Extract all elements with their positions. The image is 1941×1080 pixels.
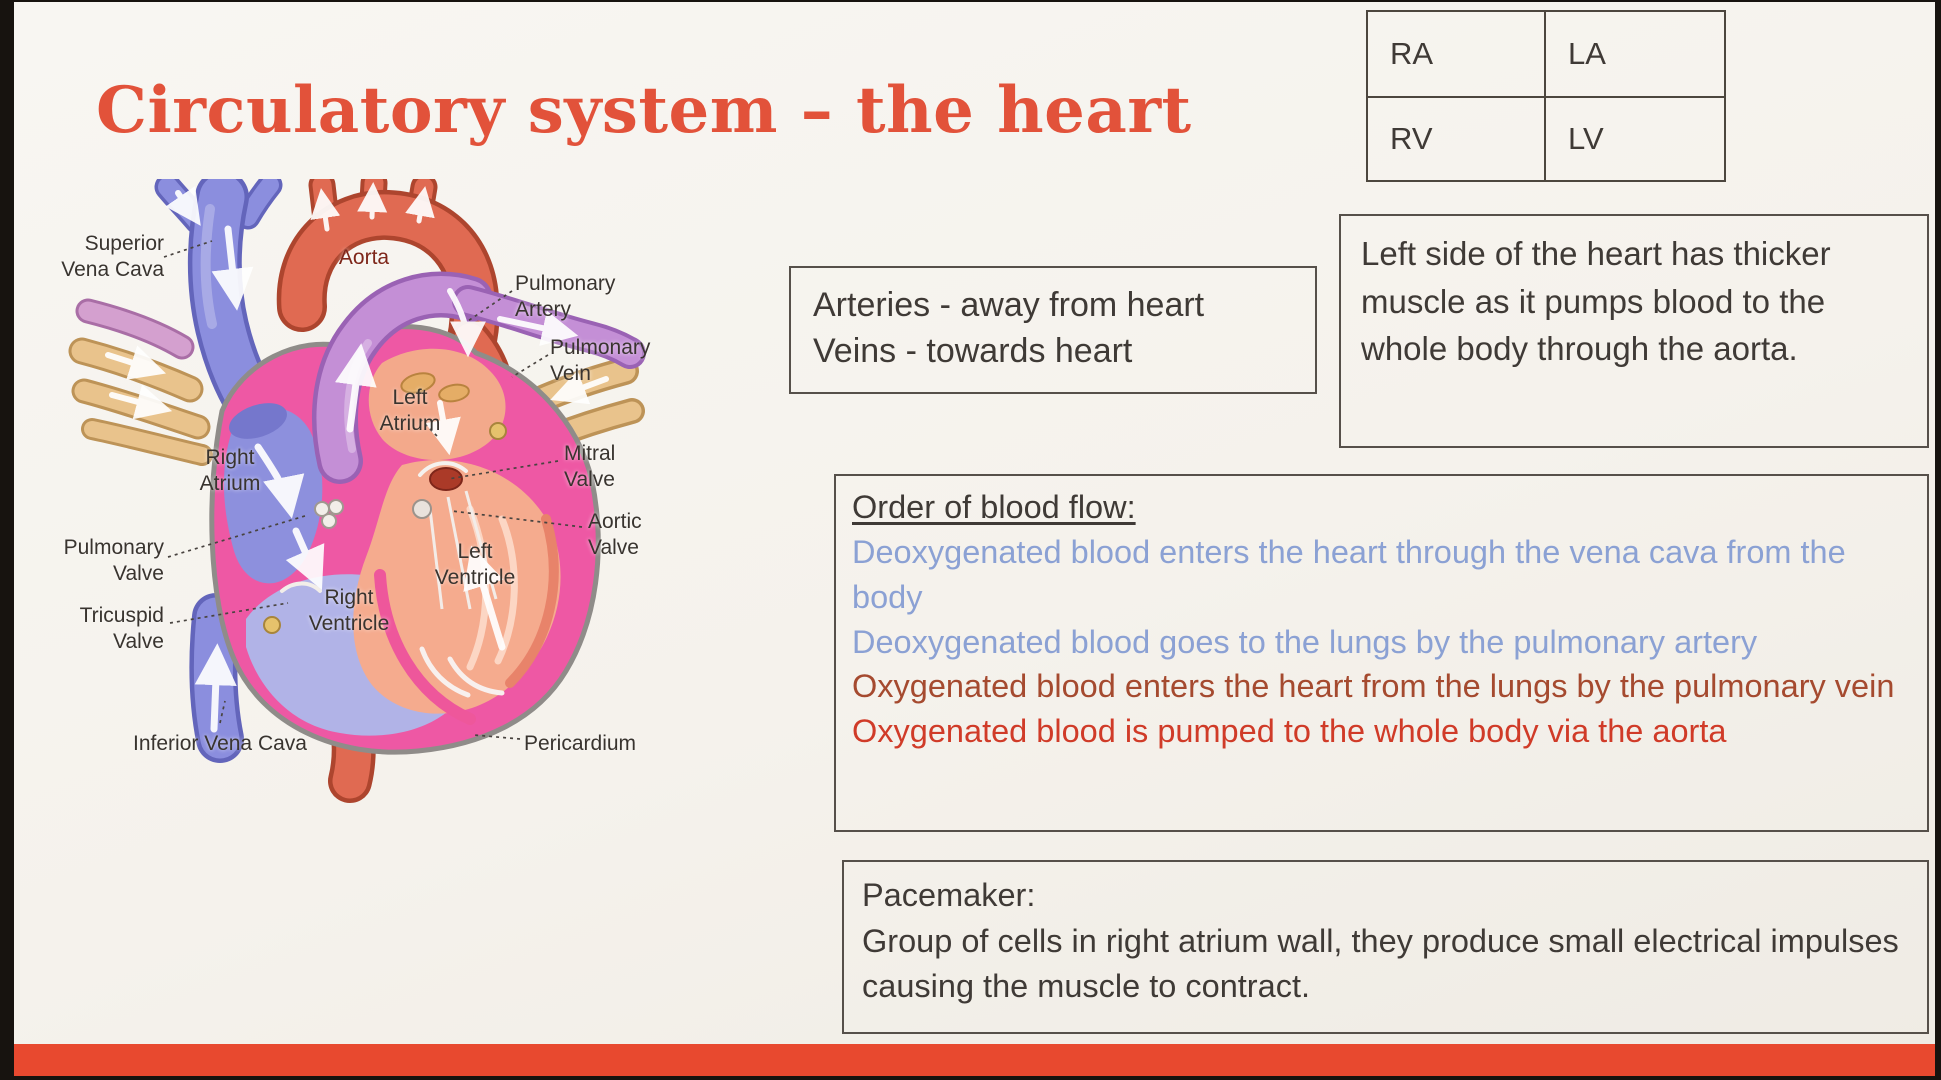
left-ventricle-chamber (353, 459, 561, 725)
blood-flow-step-1: Deoxygenated blood enters the heart thro… (852, 533, 1846, 615)
blood-flow-step-3: Oxygenated blood enters the heart from t… (852, 668, 1895, 705)
left-pulmonary-vessels (68, 298, 213, 466)
label-aortic-valve: Aortic Valve (588, 510, 642, 559)
arteries-line: Arteries - away from heart (813, 286, 1205, 324)
label-mitral-valve: Mitral Valve (564, 442, 616, 491)
label-left-ventricle: Left Ventricle (434, 540, 516, 589)
page-title: Circulatory system – the heart (96, 73, 1192, 148)
mitral-valve-detail (418, 422, 507, 491)
heart-chambers-table: RA LA RV LV (1366, 10, 1726, 182)
blood-flow-arrows (105, 182, 609, 733)
aortic-valve-detail (412, 499, 432, 519)
label-pericardium: Pericardium (524, 732, 637, 755)
blood-flow-box: Order of blood flow: Deoxygenated blood … (834, 474, 1929, 832)
arteries-veins-box: Arteries - away from heart Veins - towar… (789, 266, 1317, 394)
pacemaker-box: Pacemaker: Group of cells in right atriu… (842, 860, 1929, 1034)
label-right-atrium: Right Atrium (199, 446, 261, 495)
left-side-note-text: Left side of the heart has thicker muscl… (1361, 235, 1831, 368)
table-cell-lv: LV (1544, 96, 1724, 180)
label-tricuspid-valve: Tricuspid Valve (79, 604, 164, 653)
label-aorta: Aorta (338, 246, 390, 269)
label-pulmonary-vein: Pulmonary Vein (550, 336, 651, 385)
label-inferior-vena-cava: Inferior Vena Cava (133, 732, 307, 755)
pulmonary-valve-detail (314, 499, 344, 529)
left-atrium-chamber (368, 348, 506, 461)
table-cell-ra: RA (1390, 36, 1434, 71)
heart-diagram: Superior Vena Cava Aorta Pulmonary Arter… (50, 179, 810, 989)
label-right-ventricle: Right Ventricle (308, 586, 390, 635)
blood-flow-heading: Order of blood flow: (852, 489, 1136, 525)
heart-illustration (68, 179, 646, 803)
label-left-atrium: Left Atrium (379, 386, 441, 435)
blood-flow-step-2: Deoxygenated blood goes to the lungs by … (852, 623, 1758, 660)
veins-line: Veins - towards heart (813, 331, 1133, 370)
pacemaker-heading: Pacemaker: (862, 877, 1036, 913)
slide: Circulatory system – the heart RA LA RV … (14, 2, 1935, 1076)
pacemaker-text: Group of cells in right atrium wall, the… (862, 922, 1899, 1005)
left-side-note-box: Left side of the heart has thicker muscl… (1339, 214, 1929, 448)
blood-flow-step-4: Oxygenated blood is pumped to the whole … (852, 713, 1727, 750)
label-leader-lines (163, 240, 583, 740)
label-pulmonary-valve: Pulmonary Valve (63, 536, 164, 585)
label-superior-vena-cava: Superior Vena Cava (61, 232, 164, 281)
table-cell-rv: RV (1368, 96, 1544, 180)
table-cell-la: LA (1544, 12, 1724, 96)
slide-accent-bar (14, 1044, 1935, 1076)
pulmonary-artery-vessel (311, 271, 646, 484)
label-pulmonary-artery: Pulmonary Artery (515, 272, 616, 321)
